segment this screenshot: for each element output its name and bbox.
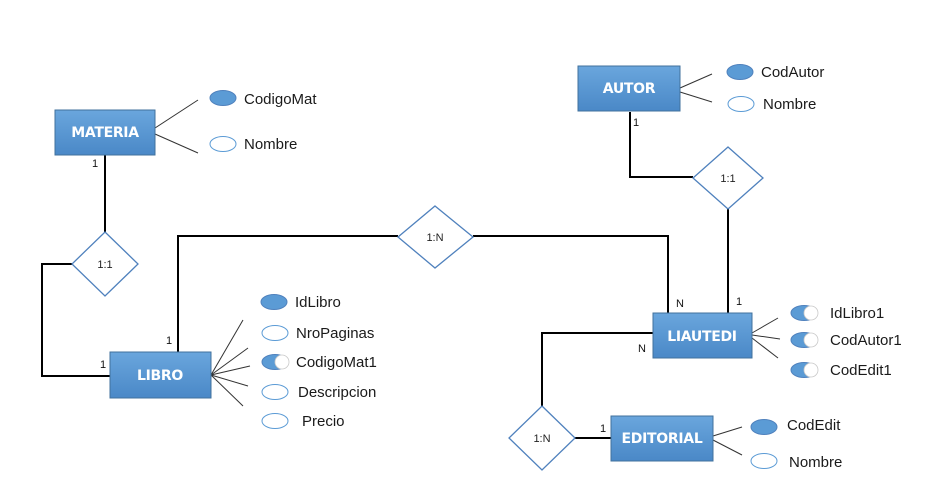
key-attribute-icon (260, 294, 288, 310)
cardinality-label: 1 (100, 359, 106, 371)
attribute-foreign[interactable]: CodAutor1 (790, 332, 902, 349)
attribute-icon (261, 413, 289, 429)
attribute[interactable]: Nombre (750, 453, 842, 472)
attribute-label: CodEdit (787, 417, 841, 434)
relationship-label: 1:1 (97, 259, 112, 271)
attribute-foreign[interactable]: IdLibro1 (790, 305, 884, 322)
entity-editorial[interactable]: EDITORIAL (610, 415, 714, 462)
attribute[interactable]: Nombre (209, 136, 297, 153)
attribute-label: Nombre (244, 136, 297, 153)
cardinality-label: 1 (166, 335, 172, 347)
attribute-label: Nombre (789, 454, 842, 471)
entity-label: LIAUTEDI (667, 329, 736, 345)
relationship-editorial-liautedi[interactable]: 1:N (508, 405, 576, 471)
entity-label: MATERIA (71, 125, 139, 141)
foreign-key-icon (261, 354, 290, 370)
attribute-key[interactable]: IdLibro (260, 294, 341, 311)
key-attribute-icon (750, 419, 778, 435)
key-attribute-icon (726, 64, 754, 80)
relationship-materia-libro[interactable]: 1:1 (71, 231, 139, 297)
cardinality-label: 1 (633, 117, 639, 129)
relationship-diamond (396, 205, 475, 269)
attribute-key[interactable]: CodEdit (750, 417, 841, 435)
attribute-label: IdLibro (295, 294, 341, 311)
entity-label: EDITORIAL (622, 431, 703, 447)
liautedi-to-rel-line (541, 332, 653, 408)
entity-autor[interactable]: AUTOR (577, 65, 681, 112)
cardinality-label: 1 (92, 158, 98, 170)
cardinality-label: 1 (600, 423, 606, 435)
attribute-label: CodEdit1 (830, 362, 892, 379)
foreign-key-icon (790, 305, 819, 321)
attribute-foreign[interactable]: CodEdit1 (790, 362, 892, 379)
attribute-icon (750, 453, 778, 469)
rel-to-liautedi-line (473, 235, 669, 313)
entity-label: AUTOR (603, 81, 656, 97)
relationship-label: 1:1 (720, 173, 735, 185)
attribute-icon (209, 136, 237, 152)
attribute-label: CodAutor1 (830, 332, 902, 349)
cardinality-label: N (638, 343, 646, 355)
cardinality-label: 1 (736, 296, 742, 308)
attribute[interactable]: NroPaginas (261, 325, 374, 342)
attribute-label: CodigoMat1 (296, 354, 377, 371)
cardinality-label: N (676, 298, 684, 310)
attribute[interactable]: Nombre (727, 96, 816, 113)
relationship-label: 1:N (426, 232, 443, 244)
cardinality-labels: 1 1 1 N 1 1 N 1 (92, 117, 742, 435)
entity-materia[interactable]: MATERIA (54, 109, 156, 156)
connectors (41, 112, 729, 439)
entity-libro[interactable]: LIBRO (109, 351, 212, 399)
attribute-label: CodAutor (761, 64, 824, 81)
foreign-key-icon (790, 362, 819, 378)
relationship-autor-liautedi[interactable]: 1:1 (692, 146, 764, 210)
key-attribute-icon (209, 90, 237, 106)
attribute-label: CodigoMat (244, 91, 317, 108)
relationship-label: 1:N (533, 433, 550, 445)
attribute-label: Nombre (763, 96, 816, 113)
attribute-icon (261, 325, 289, 341)
relationship-diamond (71, 231, 139, 297)
foreign-key-icon (790, 332, 819, 348)
attribute-label: NroPaginas (296, 325, 374, 342)
attribute[interactable]: Precio (261, 413, 345, 430)
entity-liautedi[interactable]: LIAUTEDI (652, 312, 753, 359)
libro-to-rel-line (177, 235, 398, 352)
attribute-icon (727, 96, 755, 112)
attribute-spokes (154, 73, 781, 456)
attribute-icon (261, 384, 289, 400)
attribute-label: IdLibro1 (830, 305, 884, 322)
rel-to-libro-line (41, 263, 110, 377)
attribute-key[interactable]: CodAutor (726, 64, 824, 81)
attribute-label: Precio (302, 413, 345, 430)
autor-to-rel-line (629, 112, 693, 178)
attribute-foreign[interactable]: CodigoMat1 (261, 354, 377, 371)
relationship-diamond (508, 405, 576, 471)
entity-label: LIBRO (137, 368, 183, 384)
attribute[interactable]: Descripcion (261, 384, 376, 401)
relationship-diamond (692, 146, 764, 210)
attribute-key[interactable]: CodigoMat (209, 90, 317, 109)
attribute-label: Descripcion (298, 384, 376, 401)
relationship-libro-liautedi[interactable]: 1:N (396, 205, 475, 269)
